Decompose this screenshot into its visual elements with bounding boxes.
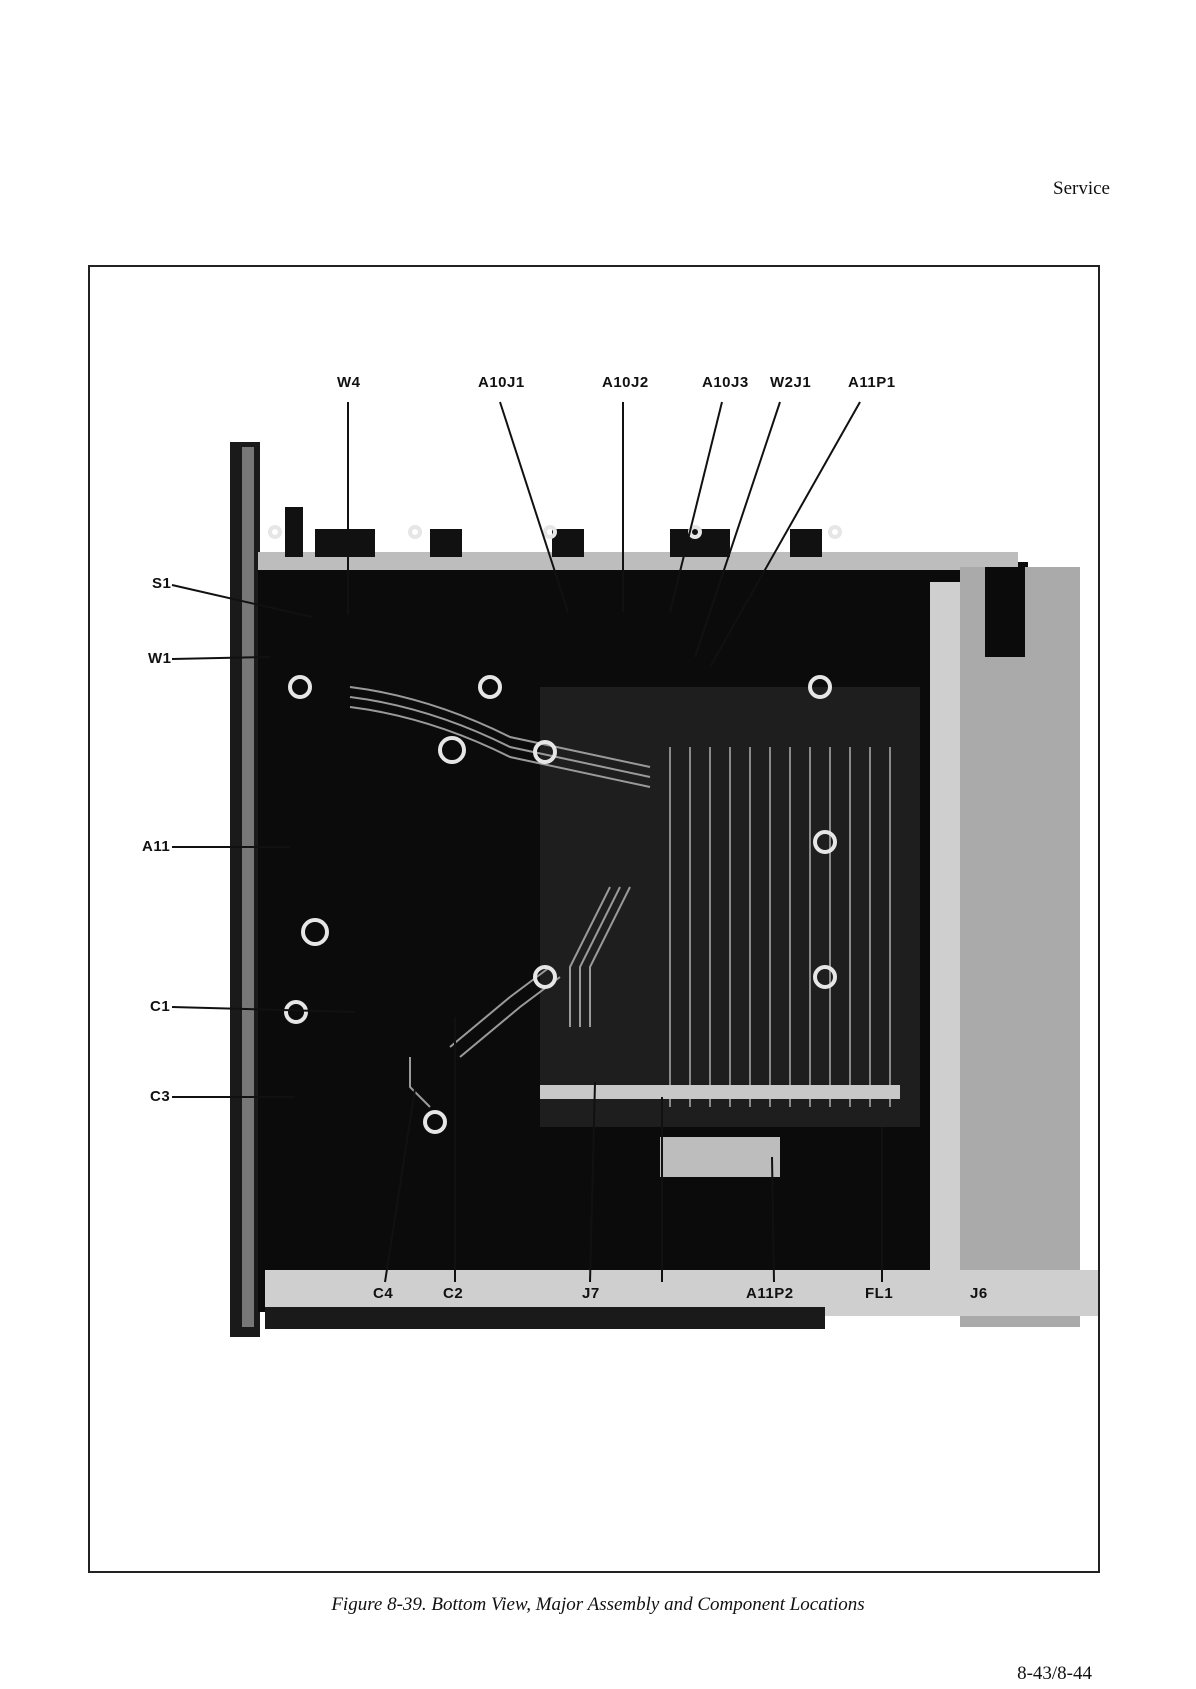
callout-c1: C1 [150, 998, 171, 1015]
figure-caption: Figure 8-39. Bottom View, Major Assembly… [331, 1594, 865, 1615]
callout-c2: C2 [443, 1285, 464, 1302]
section-header: Service [1053, 178, 1110, 199]
callout-a10j3: A10J3 [702, 374, 749, 391]
callout-a11p1: A11P1 [848, 374, 896, 391]
callout-w2j1: W2J1 [770, 374, 812, 391]
callout-j6: J6 [970, 1285, 988, 1302]
callout-a11p2: A11P2 [746, 1285, 794, 1302]
callout-w1: W1 [148, 650, 172, 667]
callout-a10j2: A10J2 [602, 374, 649, 391]
callout-c4: C4 [373, 1285, 394, 1302]
figure-frame: W4 A10J1 A10J2 A10J3 W2J1 A11P1 S1 W1 A1… [88, 265, 1100, 1573]
callout-a10j1: A10J1 [478, 374, 525, 391]
callout-w4: W4 [337, 374, 361, 391]
callout-fl1: FL1 [865, 1285, 894, 1302]
callout-s1: S1 [152, 575, 172, 592]
callout-c3: C3 [150, 1088, 171, 1105]
callout-a11: A11 [142, 838, 171, 855]
bottom-view-photo [171, 401, 1098, 1337]
callout-j7: J7 [582, 1285, 600, 1302]
page-number: 8-43/8-44 [1017, 1663, 1092, 1684]
